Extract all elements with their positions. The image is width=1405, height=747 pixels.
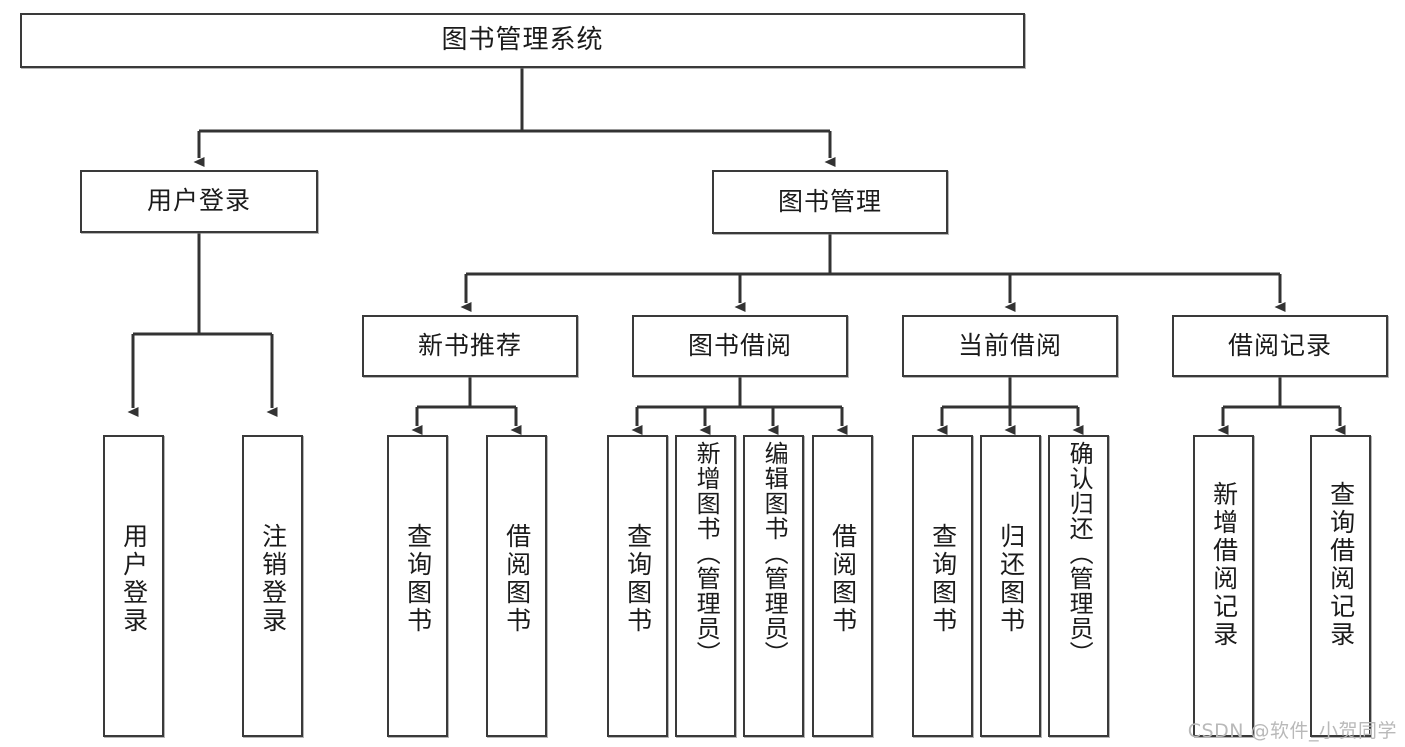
- leaf-user-login[interactable]: 用户登录: [103, 435, 164, 737]
- node-label: 图书借阅: [687, 330, 792, 360]
- node-label: 用户登录: [146, 186, 251, 216]
- node-label: 归还图书: [996, 523, 1026, 635]
- leaf-logout[interactable]: 注销登录: [242, 435, 303, 737]
- leaf-query-book-current[interactable]: 查询图书: [912, 435, 973, 737]
- node-user-login[interactable]: 用户登录: [80, 170, 318, 233]
- leaf-return-book[interactable]: 归还图书: [980, 435, 1041, 737]
- node-book-borrow[interactable]: 图书借阅: [632, 315, 848, 377]
- node-label: 当前借阅: [957, 330, 1062, 360]
- node-label: 图书管理系统: [441, 24, 604, 55]
- node-label: 借阅图书: [828, 523, 858, 635]
- node-label: 确认归还（管理员）: [1065, 441, 1094, 666]
- node-label: 借阅图书: [502, 523, 532, 635]
- node-label: 查询借阅记录: [1326, 481, 1356, 649]
- node-new-book-recommend[interactable]: 新书推荐: [362, 315, 578, 377]
- node-current-borrow[interactable]: 当前借阅: [902, 315, 1118, 377]
- leaf-borrow-book-recommend[interactable]: 借阅图书: [486, 435, 547, 737]
- leaf-add-book[interactable]: 新增图书（管理员）: [675, 435, 736, 737]
- node-label: 新增图书（管理员）: [692, 441, 721, 666]
- node-label: 查询图书: [403, 523, 433, 635]
- csdn-watermark: CSDN @软件_小贺同学: [1187, 720, 1397, 742]
- leaf-query-book-borrow[interactable]: 查询图书: [607, 435, 668, 737]
- node-root-system[interactable]: 图书管理系统: [20, 13, 1025, 68]
- leaf-edit-book[interactable]: 编辑图书（管理员）: [743, 435, 804, 737]
- node-label: 借阅记录: [1227, 330, 1332, 360]
- node-label: 新书推荐: [417, 330, 522, 360]
- leaf-query-book-recommend[interactable]: 查询图书: [387, 435, 448, 737]
- node-label: 编辑图书（管理员）: [760, 441, 789, 666]
- node-label: 新增借阅记录: [1209, 481, 1239, 649]
- leaf-confirm-return[interactable]: 确认归还（管理员）: [1048, 435, 1109, 737]
- node-label: 查询图书: [623, 523, 653, 635]
- node-borrow-record[interactable]: 借阅记录: [1172, 315, 1388, 377]
- leaf-borrow-book[interactable]: 借阅图书: [812, 435, 873, 737]
- node-label: 用户登录: [119, 523, 149, 635]
- node-book-manage[interactable]: 图书管理: [712, 170, 948, 234]
- node-label: 查询图书: [928, 523, 958, 635]
- node-label: 注销登录: [258, 523, 288, 635]
- leaf-add-borrow-record[interactable]: 新增借阅记录: [1193, 435, 1254, 737]
- leaf-query-borrow-record[interactable]: 查询借阅记录: [1310, 435, 1371, 737]
- node-label: 图书管理: [777, 186, 882, 216]
